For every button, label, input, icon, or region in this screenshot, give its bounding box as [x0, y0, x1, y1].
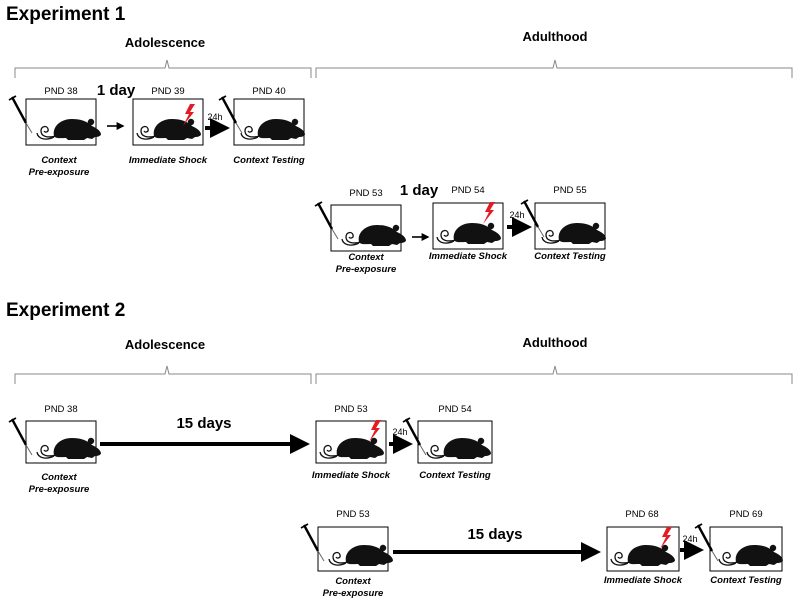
period-adolescence-exp2: Adolescence	[124, 337, 206, 352]
box-exp2-r1-b1	[7, 416, 102, 464]
caption: Context Testing	[534, 251, 606, 262]
box-exp1-r2-b1	[313, 200, 407, 252]
caption: Immediate Shock	[128, 155, 208, 166]
period-adulthood-exp1: Adulthood	[522, 29, 588, 44]
pnd-label: PND 53	[336, 509, 370, 520]
interval-label: 1 day	[399, 182, 439, 199]
interval-label: 1 day	[96, 82, 136, 99]
box-exp2-r1-b2	[315, 420, 387, 464]
brace-adolescence-exp2	[14, 365, 312, 384]
box-exp1-r2-b2	[432, 202, 504, 250]
box-exp2-r2-b3	[693, 522, 784, 572]
experiment-2-title: Experiment 2	[6, 300, 126, 321]
caption: Immediate Shock	[603, 575, 683, 586]
pnd-label: PND 69	[729, 509, 763, 520]
brace-adulthood-exp2	[315, 365, 793, 384]
arrow-label: 24h	[207, 112, 223, 122]
period-adulthood-exp2: Adulthood	[522, 335, 588, 350]
box-exp1-r1-b3	[217, 94, 306, 146]
pnd-label: PND 54	[438, 404, 472, 415]
brace-adolescence-exp1	[14, 59, 312, 78]
interval-label: 15 days	[176, 415, 232, 432]
pnd-label: PND 39	[151, 86, 185, 97]
caption: Context Testing	[419, 470, 491, 481]
box-exp1-r2-b3	[519, 198, 607, 250]
box-exp2-r2-b2	[606, 526, 680, 572]
pnd-label: PND 68	[625, 509, 659, 520]
box-exp2-r1-b3	[401, 416, 493, 464]
pnd-label: PND 55	[553, 185, 587, 196]
box-exp1-r1-b1	[7, 94, 102, 146]
experiment-1-title: Experiment 1	[6, 4, 126, 25]
caption: Context Testing	[710, 575, 782, 586]
brace-adulthood-exp1	[315, 59, 793, 78]
interval-label: 15 days	[467, 526, 523, 543]
caption: Immediate Shock	[428, 251, 508, 262]
box-exp2-r2-b1	[299, 522, 394, 572]
arrow-label: 24h	[682, 534, 698, 544]
period-adolescence-exp1: Adolescence	[124, 35, 206, 50]
arrow-label: 24h	[392, 427, 408, 437]
caption: Immediate Shock	[311, 470, 391, 481]
box-exp1-r1-b2	[132, 98, 204, 146]
pnd-label: PND 38	[44, 404, 78, 415]
arrow-label: 24h	[509, 210, 525, 220]
pnd-label: PND 53	[334, 404, 368, 415]
pnd-label: PND 54	[451, 185, 485, 196]
pnd-label: PND 53	[349, 188, 383, 199]
pnd-label: PND 40	[252, 86, 286, 97]
pnd-label: PND 38	[44, 86, 78, 97]
caption: Context Testing	[233, 155, 305, 166]
